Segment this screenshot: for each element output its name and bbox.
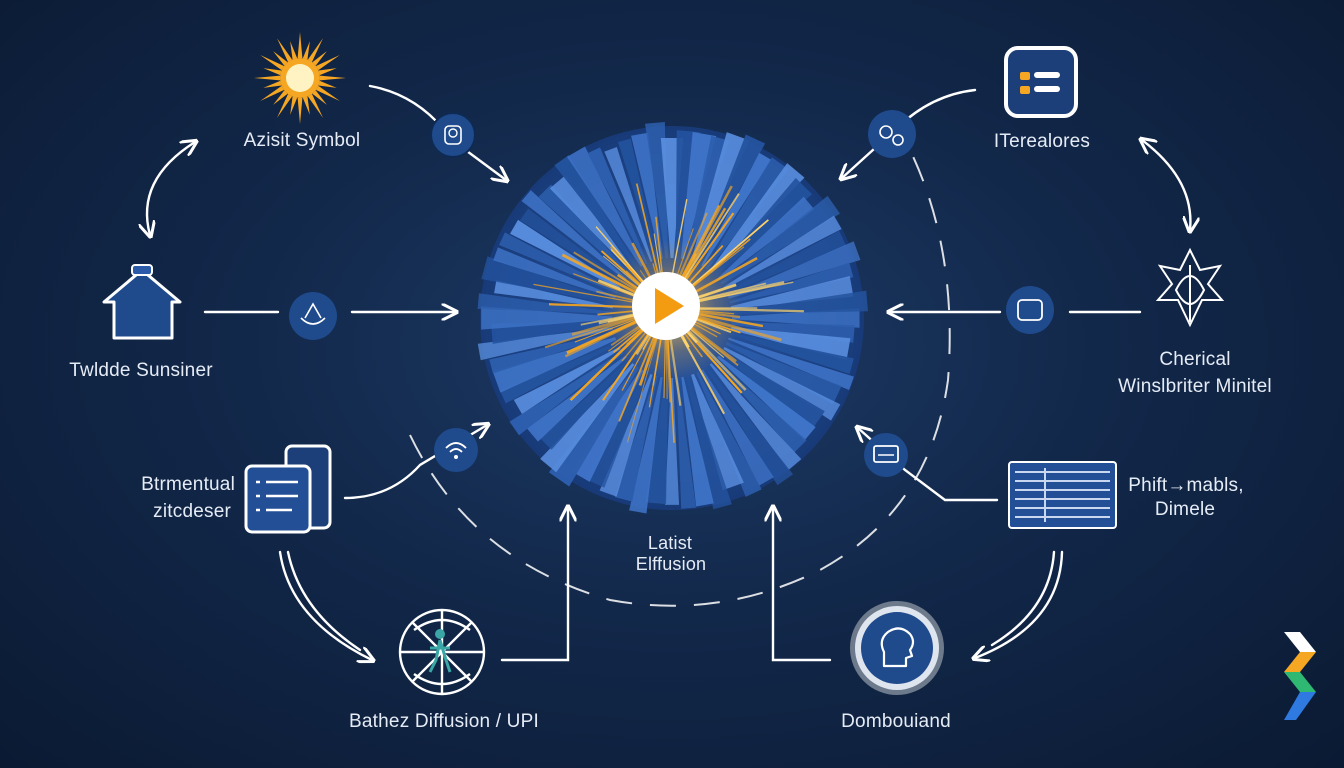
label-iterealores: ITerealores	[993, 131, 1091, 152]
label-bathez-diffusion: Bathez Diffusion / UPI	[349, 711, 539, 732]
central-burst	[477, 122, 869, 514]
label-latist: Latist	[647, 533, 693, 553]
label-dombouiand: Dombouiand	[841, 711, 951, 732]
label-cherical: Cherical	[1159, 349, 1231, 370]
badge-board[interactable]	[864, 433, 908, 477]
play-button[interactable]	[632, 272, 700, 340]
burst-rays	[477, 122, 869, 514]
house-icon[interactable]	[102, 264, 182, 340]
brand-chevron-logo	[1284, 632, 1316, 720]
globe-figure-icon[interactable]	[398, 608, 486, 696]
label-winslbriter-minitel: Winslbriter Minitel	[1118, 376, 1272, 397]
badge-window[interactable]	[1006, 286, 1054, 334]
list-app-icon[interactable]	[1004, 46, 1078, 118]
connectors	[147, 84, 1190, 660]
lotus-flower-icon	[1155, 247, 1225, 328]
badge-boat[interactable]	[289, 292, 337, 340]
badge-wifi[interactable]	[434, 428, 478, 472]
document-stack-icon[interactable]	[244, 444, 332, 534]
badge-camera[interactable]	[430, 112, 476, 158]
dashed-orbit	[409, 149, 951, 607]
spreadsheet-icon[interactable]	[1008, 461, 1117, 529]
label-zitcdeser: zitcdeser	[153, 501, 231, 522]
label-dimele: Dimele	[1154, 499, 1216, 520]
badge-gears[interactable]	[868, 110, 916, 158]
label-elffusion: Elffusion	[635, 554, 707, 574]
sun-icon	[254, 32, 346, 124]
label-phift-mabls: Phift→mabls,	[1128, 475, 1244, 496]
label-azisit-symbol: Azisit Symbol	[243, 130, 361, 151]
label-twldde-sunsiner: Twldde Sunsiner	[69, 360, 213, 381]
head-profile-icon[interactable]	[850, 601, 944, 695]
label-btrmentual: Btrmentual	[141, 474, 235, 495]
play-icon	[655, 288, 684, 324]
